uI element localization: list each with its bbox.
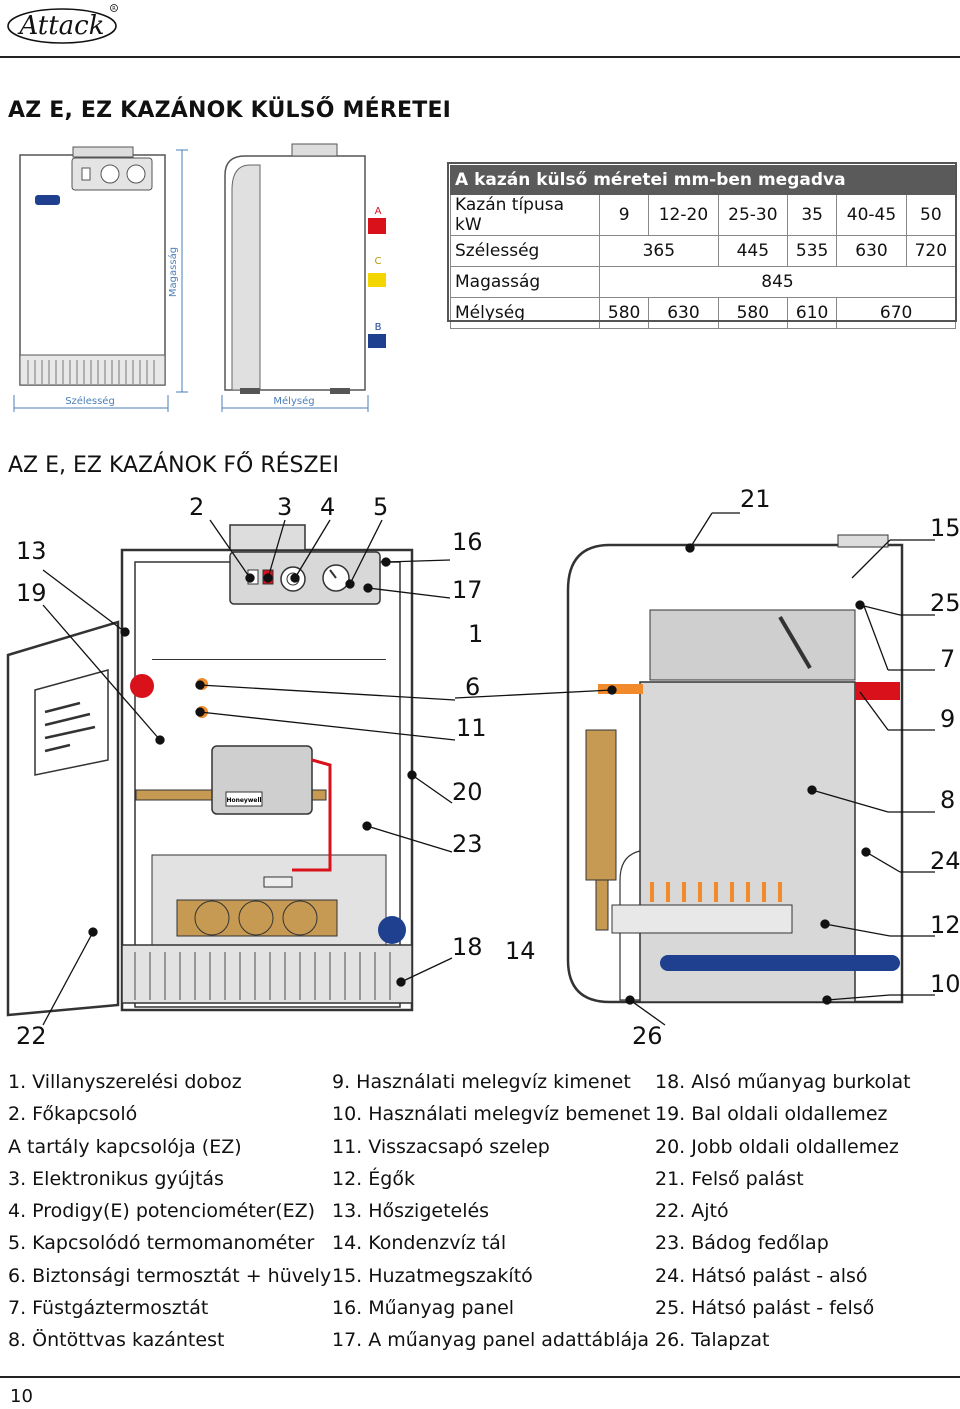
callout-22: 22 [16, 1022, 47, 1050]
legend-item: 8. Öntöttvas kazántest [8, 1329, 225, 1352]
table-row-height: Magasság 845 [450, 266, 956, 298]
legend-item: 17. A műanyag panel adattáblája [332, 1329, 650, 1352]
callout-9: 9 [940, 705, 956, 733]
connection-a-label: A [375, 206, 382, 217]
legend-item: 24. Hátsó palást - alsó [655, 1264, 868, 1287]
legend-item: 6. Biztonsági termosztát + hüvely [8, 1264, 332, 1287]
legend-item: 10. Használati melegvíz bemenet [332, 1103, 651, 1126]
callout-2: 2 [189, 493, 205, 521]
legend-item: 18. Alsó műanyag burkolat [655, 1071, 911, 1093]
callout-4: 4 [320, 493, 336, 521]
dimensions-table: A kazán külső méretei mm-ben megadva Kaz… [450, 165, 957, 329]
connection-c-label: C [375, 256, 382, 267]
legend-item: 11. Visszacsapó szelep [332, 1135, 550, 1158]
page-number: 10 [10, 1386, 33, 1407]
legend-item: 26. Talapzat [655, 1329, 770, 1352]
top-rule [0, 56, 960, 58]
legend-item: 3. Elektronikus gyújtás [8, 1167, 224, 1190]
legend-item: 13. Hőszigetelés [332, 1200, 490, 1223]
callout-25: 25 [930, 589, 960, 617]
legend-item: 12. Égők [332, 1167, 415, 1190]
legend-item: 19. Bal oldali oldallemez [655, 1103, 888, 1126]
legend-item: 14. Kondenzvíz tál [332, 1232, 507, 1255]
callout-18: 18 [452, 933, 483, 961]
legend-column-3: 18. Alsó műanyag burkolat 19. Bal oldali… [655, 1066, 911, 1357]
bottom-rule [0, 1376, 960, 1378]
section-title-parts: AZ E, EZ KAZÁNOK FŐ RÉSZEI [8, 453, 339, 478]
table-row-depth: Mélység 580 630 580 610 670 [450, 297, 956, 329]
callout-10: 10 [930, 970, 960, 998]
width-label: Szélesség [65, 395, 115, 407]
parts-diagram: Honeywell [6, 512, 935, 1026]
depth-label: Mélység [273, 395, 314, 407]
brand-wordmark: Attack [17, 11, 104, 41]
legend-column-2: 9. Használati melegvíz kimenet 10. Haszn… [332, 1066, 650, 1357]
table-header: A kazán külső méretei mm-ben megadva [450, 165, 956, 195]
table-row-width: Szélesség 365 445 535 630 720 [450, 235, 957, 267]
legend-column-1: 1. Villanyszerelési doboz 2. Főkapcsoló … [8, 1066, 331, 1357]
callout-14: 14 [505, 937, 536, 965]
callout-19: 19 [16, 579, 47, 607]
callout-15: 15 [930, 514, 960, 542]
legend-item: 23. Bádog fedőlap [655, 1232, 829, 1255]
callout-24: 24 [930, 847, 960, 875]
section-title-dimensions: AZ E, EZ KAZÁNOK KÜLSŐ MÉRETEI [8, 98, 452, 123]
callout-8: 8 [940, 786, 956, 814]
callout-21: 21 [740, 485, 771, 513]
valve-brand-label: Honeywell [226, 797, 261, 804]
callout-leaders [42, 512, 935, 1026]
boiler-side-cutaway [566, 534, 904, 1004]
callout-3: 3 [277, 493, 293, 521]
legend-item: A tartály kapcsolója (EZ) [8, 1135, 242, 1158]
callout-11: 11 [456, 714, 487, 742]
callout-7: 7 [940, 645, 956, 673]
callout-16: 16 [452, 528, 483, 556]
legend-item: 2. Főkapcsoló [8, 1103, 138, 1126]
legend-item: 20. Jobb oldali oldallemez [655, 1135, 899, 1158]
boiler-side-view: A C B Mélység [221, 143, 386, 412]
callout-26: 26 [632, 1022, 663, 1050]
legend-item: 16. Műanyag panel [332, 1297, 515, 1320]
legend-item: 1. Villanyszerelési doboz [8, 1071, 242, 1093]
callout-17: 17 [452, 576, 483, 604]
legend-item: 7. Füstgáztermosztát [8, 1297, 209, 1320]
legend-item: 22. Ajtó [655, 1200, 729, 1223]
callout-20: 20 [452, 778, 483, 806]
callout-23: 23 [452, 830, 483, 858]
legend-item: 15. Huzatmegszakító [332, 1264, 533, 1287]
boiler-front-view: Magasság Szélesség [13, 146, 188, 412]
height-label: Magasság [167, 247, 179, 297]
table-row-type: Kazán típusa kW 9 12-20 25-30 35 40-45 5… [450, 194, 957, 236]
svg-text:R: R [112, 6, 116, 12]
legend-item: 5. Kapcsolódó termomanométer [8, 1232, 315, 1255]
legend-item: 25. Hátsó palást - felső [655, 1297, 875, 1320]
legend-item: 21. Felső palást [655, 1167, 804, 1190]
connection-b-label: B [375, 322, 382, 333]
callout-13: 13 [16, 537, 47, 565]
dimension-drawing: Magasság Szélesség A C B Mélység [13, 143, 386, 412]
boiler-front-cutaway: Honeywell [6, 524, 414, 1017]
legend-item: 9. Használati melegvíz kimenet [332, 1071, 631, 1093]
callout-1: 1 [468, 620, 484, 648]
callout-12: 12 [930, 911, 960, 939]
legend-item: 4. Prodigy(E) potenciométer(EZ) [8, 1200, 316, 1223]
callout-6: 6 [465, 673, 481, 701]
callout-5: 5 [373, 493, 389, 521]
attack-logo: Attack R [7, 4, 118, 44]
